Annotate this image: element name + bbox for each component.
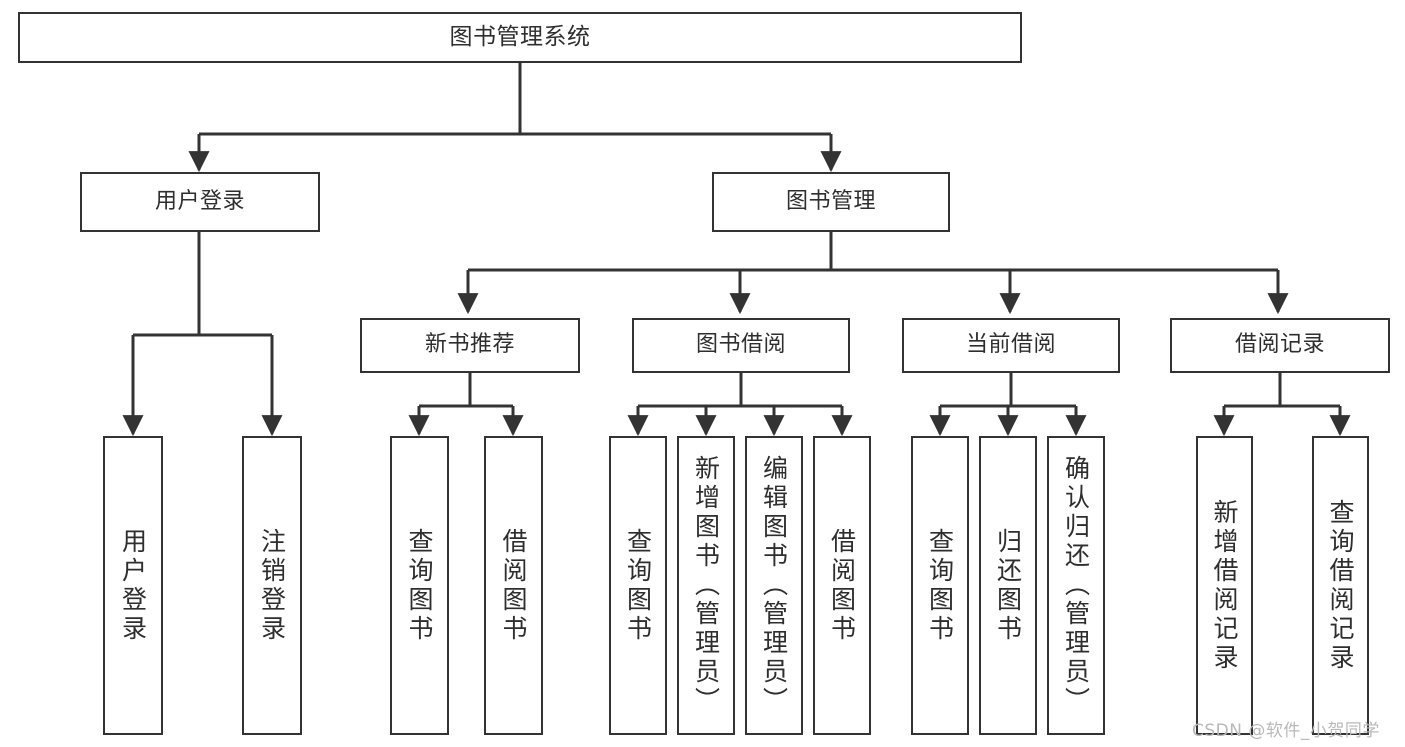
leaf-current-borrow-2[interactable]: 归还图书 (979, 436, 1037, 735)
node-current-borrow[interactable]: 当前借阅 (902, 318, 1120, 373)
leaf-book-borrow-4[interactable]: 借阅图书 (813, 436, 871, 735)
node-borrow-record[interactable]: 借阅记录 (1170, 318, 1390, 373)
node-label: 查询图书 (405, 527, 434, 644)
node-book-borrow[interactable]: 图书借阅 (632, 318, 850, 373)
node-label: 新增图书（管理员） (691, 455, 721, 716)
node-label: 查询图书 (925, 527, 955, 644)
node-label: 用户登录 (118, 527, 148, 644)
node-new-book-recommend[interactable]: 新书推荐 (360, 318, 580, 373)
node-label: 借阅图书 (827, 527, 857, 644)
node-label: 图书管理 (785, 188, 876, 214)
node-book-management[interactable]: 图书管理 (712, 172, 950, 232)
leaf-book-borrow-2[interactable]: 新增图书（管理员） (677, 436, 735, 735)
leaf-book-borrow-1[interactable]: 查询图书 (609, 436, 667, 735)
node-label: 注销登录 (257, 527, 287, 644)
node-label: 借阅图书 (499, 527, 528, 644)
node-user-login[interactable]: 用户登录 (80, 172, 320, 232)
leaf-book-borrow-3[interactable]: 编辑图书（管理员） (745, 436, 803, 735)
leaf-current-borrow-1[interactable]: 查询图书 (911, 436, 969, 735)
leaf-borrow-record-1[interactable]: 新增借阅记录 (1196, 436, 1253, 735)
leaf-current-borrow-3[interactable]: 确认归还（管理员） (1047, 436, 1105, 735)
node-label: 用户登录 (154, 188, 245, 214)
node-label: 新增借阅记录 (1210, 498, 1239, 673)
node-label: 图书管理系统 (449, 23, 591, 50)
node-label: 借阅记录 (1234, 332, 1325, 358)
leaf-new-book-recommend-1[interactable]: 查询图书 (390, 436, 449, 735)
leaf-borrow-record-2[interactable]: 查询借阅记录 (1312, 436, 1369, 735)
leaf-user-login-2[interactable]: 注销登录 (242, 436, 302, 735)
node-label: 归还图书 (993, 527, 1023, 644)
node-root-book-management-system[interactable]: 图书管理系统 (18, 12, 1022, 63)
node-label: 查询借阅记录 (1326, 498, 1355, 673)
leaf-new-book-recommend-2[interactable]: 借阅图书 (484, 436, 543, 735)
node-label: 图书借阅 (695, 332, 786, 358)
node-label: 确认归还（管理员） (1061, 455, 1091, 716)
node-label: 查询图书 (623, 527, 653, 644)
csdn-watermark: CSDN @软件_小贺同学 (1192, 721, 1380, 741)
node-label: 当前借阅 (965, 332, 1056, 358)
leaf-user-login-1[interactable]: 用户登录 (103, 436, 163, 735)
node-label: 编辑图书（管理员） (759, 455, 789, 716)
node-label: 新书推荐 (424, 332, 515, 358)
